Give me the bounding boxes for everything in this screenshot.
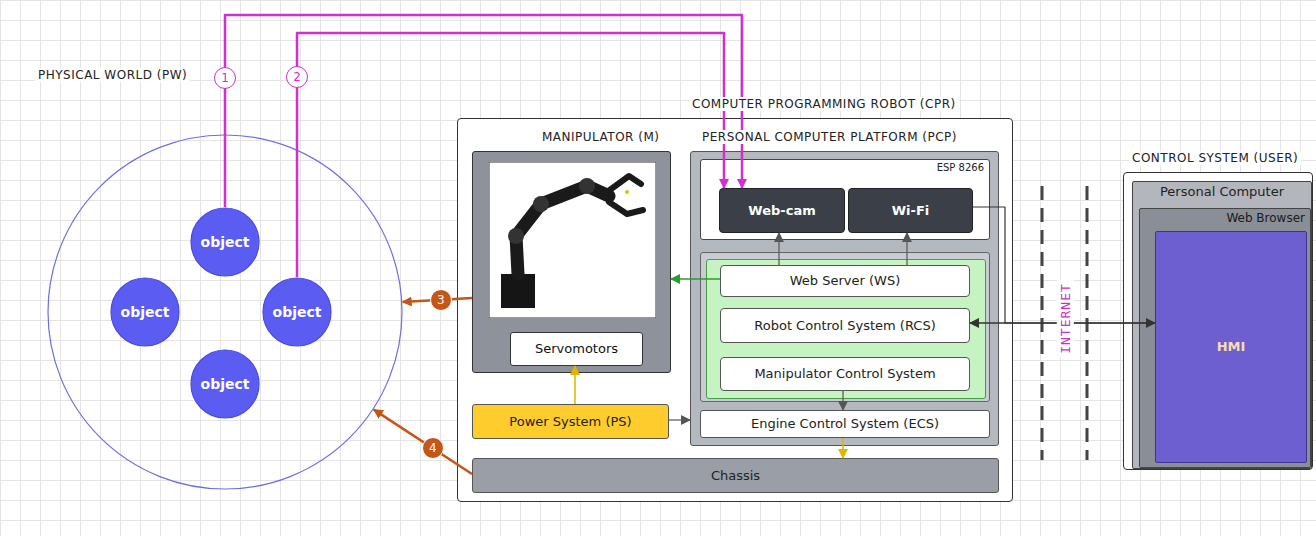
robot-box: COMPUTER PROGRAMMING ROBOT (CPR)MANIPULA… [457,118,1013,502]
callout-circle: 3 [430,289,452,311]
object-circle: object [190,207,260,277]
power-box: Power System (PS) [472,404,669,439]
heading-label: PHYSICAL WORLD (PW) [35,68,190,82]
node-label: Web-cam [748,203,815,219]
callout-circle: 1 [214,67,236,89]
arm-links [516,186,609,274]
circle-shape [263,278,331,346]
node-label: Chassis [711,468,760,484]
connector [842,391,843,410]
node-label: HMI [1217,339,1246,355]
callout-number: 4 [429,441,437,455]
platform-box: PERSONAL COMPUTER PLATFORM (PCP)ESP 8266… [690,151,999,446]
hmi-box: HMI [1155,231,1307,463]
heading-label: PERSONAL COMPUTER PLATFORM (PCP) [699,130,960,144]
webcam-box: Web-cam [719,188,845,233]
gripper-light [625,190,629,194]
callout-circle: 2 [286,66,308,88]
control-box: CONTROL SYSTEM (USER)Personal ComputerWe… [1123,172,1313,470]
gripper [607,176,643,214]
callout-number: 2 [293,70,301,84]
connector [669,419,690,420]
node-label: Web Server (WS) [790,273,901,289]
callout-circle: 4 [422,437,444,459]
servo-box: Servomotors [510,332,643,366]
robot-arm-illustration [489,162,656,318]
circle-shape [111,278,179,346]
heading-label: MANIPULATOR (M) [539,130,662,144]
circle-shape [191,350,259,418]
heading-label: COMPUTER PROGRAMMING ROBOT (CPR) [689,97,959,111]
connector [906,233,907,265]
connector [671,278,720,280]
node-label: object [201,376,250,393]
node-label: Personal Computer [1160,184,1284,200]
process-box: Robot Control System (RCS) [720,308,970,343]
node-label: object [121,304,170,321]
connector [778,233,779,265]
callout-number: 3 [437,293,445,307]
node-label: Robot Control System (RCS) [754,318,935,334]
process-box: Manipulator Control System [720,357,970,391]
connector [574,366,576,404]
object-circle: object [190,349,260,419]
callout-number: 1 [221,71,229,85]
object-circle: object [262,277,332,347]
process-box: Web Server (WS) [720,265,970,297]
node-label: Manipulator Control System [754,366,935,382]
node-label: Engine Control System (ECS) [751,416,939,432]
connector [297,33,724,277]
node-label: Web Browser [1226,211,1305,225]
arm-joint [508,228,524,244]
node-label: ESP 8266 [937,162,984,174]
node-label: Wi-Fi [892,203,930,219]
arm-joint [579,178,595,194]
heading-label: CONTROL SYSTEM (USER) [1129,151,1301,165]
chassis-box: Chassis [472,458,999,493]
connector [374,410,472,474]
connector [842,438,844,458]
process-box: Engine Control System (ECS) [700,410,990,438]
image-panel [489,162,656,318]
node-label: Power System (PS) [509,414,631,430]
connector [225,15,742,207]
network-label: INTERNET [1057,280,1074,357]
node-label: object [201,234,250,251]
connector [973,207,1155,323]
browser-box: Web BrowserHMI [1139,208,1311,468]
arm-joint [533,196,549,212]
connector [970,322,1155,324]
esp-box: ESP 8266Web-cam Wi-Fi [700,159,990,240]
circle-shape [191,208,259,276]
manipulator-box: MANIPULATOR (M)Servomotors [472,151,671,373]
node-label: object [273,304,322,321]
node-label: Servomotors [535,341,618,357]
wifi-box: Wi-Fi [848,188,973,233]
object-circle: object [110,277,180,347]
computer-box: Personal ComputerWeb BrowserHMI [1132,181,1312,469]
